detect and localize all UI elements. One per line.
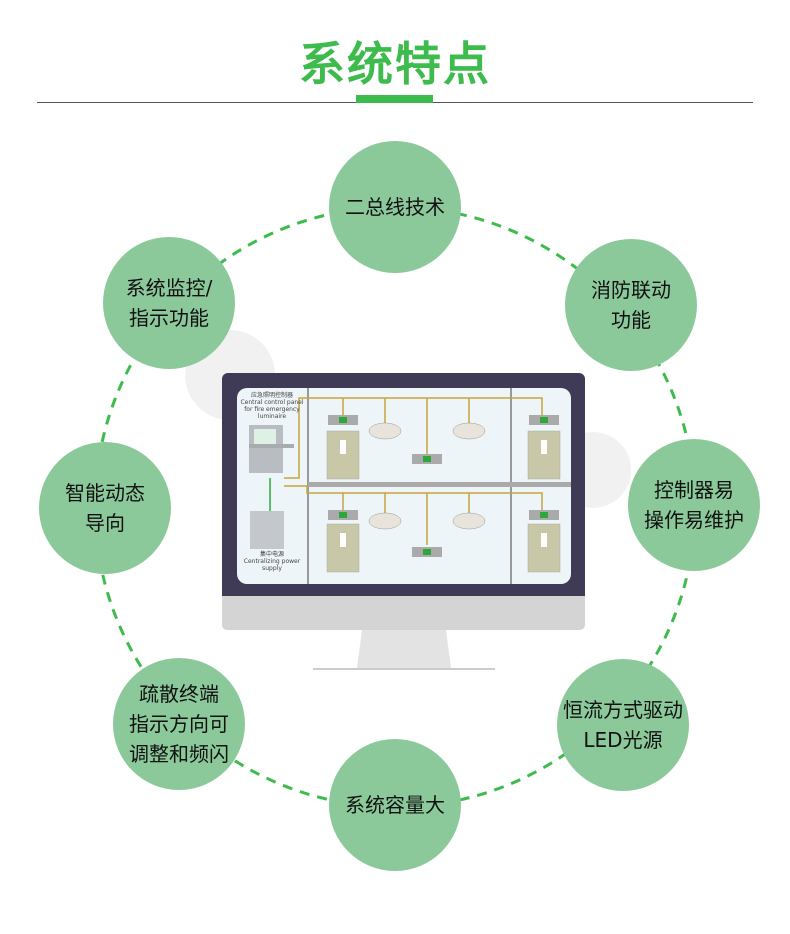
feature-circle-easy-maintenance: 控制器易操作易维护 (628, 439, 760, 571)
power-label-cn: 集中电源 (259, 551, 284, 558)
feature-text: 系统监控/ (125, 276, 213, 300)
feature-text: 消防联动 (591, 278, 671, 302)
feature-text: 恒流方式驱动 (563, 698, 683, 722)
monitor-stand (313, 630, 495, 670)
page-title: 系统特点 (299, 37, 491, 91)
controller-label-en: Central control panel for fire emergency… (240, 399, 304, 420)
feature-text: 调整和频闪 (129, 742, 229, 766)
feature-text: 二总线技术 (345, 195, 445, 219)
feature-text: 功能 (611, 308, 651, 332)
feature-circle-smart-guidance: 智能动态导向 (39, 442, 171, 574)
floor-plan (249, 388, 571, 584)
feature-text: 导向 (85, 511, 125, 535)
feature-text: 操作易维护 (644, 508, 744, 532)
feature-circle-evacuation-direction: 疏散终端指示方向可调整和频闪 (113, 658, 245, 790)
feature-circle-constant-current-led: 恒流方式驱动 LED光源 (557, 659, 689, 791)
power-supply-label: 集中电源 Centralizing power supply (239, 551, 305, 572)
feature-text: 指示方向可 (129, 712, 229, 736)
feature-circle-two-bus: 二总线技术 (329, 141, 461, 273)
feature-circle-fire-linkage: 消防联动功能 (565, 239, 697, 371)
power-label-en: Centralizing power supply (243, 558, 301, 572)
feature-text: 指示功能 (129, 306, 209, 330)
controller-label-cn: 应急照明控制器 (250, 392, 293, 399)
controller-label: 应急照明控制器 Central control panel for fire e… (239, 392, 305, 420)
feature-circle-large-capacity: 系统容量大 (329, 739, 461, 871)
title-accent-bar (356, 95, 433, 103)
monitor: 应急照明控制器 Central control panel for fire e… (222, 373, 585, 596)
feature-text: 控制器易 (654, 478, 734, 502)
feature-text: 疏散终端 (139, 682, 219, 706)
feature-circle-monitoring: 系统监控/指示功能 (103, 237, 235, 369)
feature-text: 系统容量大 (345, 793, 445, 817)
system-diagram: 应急照明控制器 Central control panel for fire e… (237, 388, 571, 584)
feature-text: 智能动态 (65, 481, 145, 505)
monitor-chin (222, 596, 585, 630)
feature-text: LED光源 (583, 728, 663, 752)
